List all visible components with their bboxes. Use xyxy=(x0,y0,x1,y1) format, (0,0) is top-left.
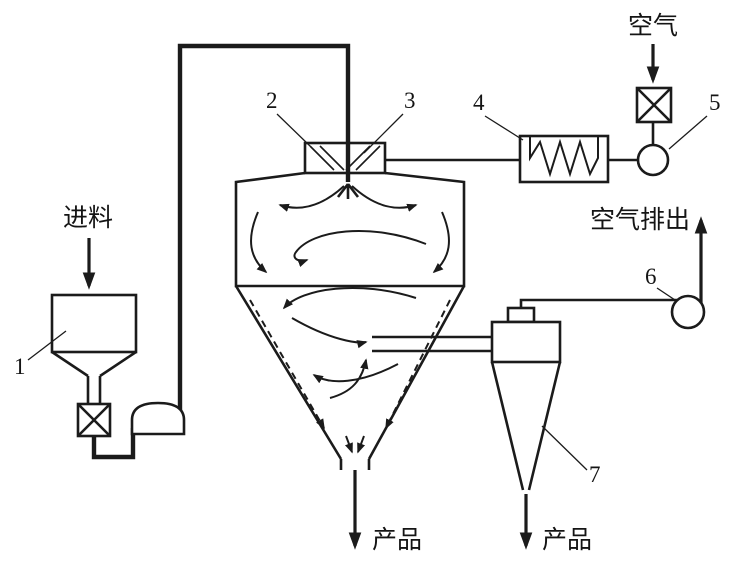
wall-flow-arrow-dashed xyxy=(385,299,451,430)
cyclone-inlet-stub xyxy=(506,306,536,324)
callouts: 1 2 3 4 5 6 7 xyxy=(14,88,721,487)
feed-pipe xyxy=(177,43,351,416)
callout-5-leader xyxy=(668,115,708,150)
rotary-valve-cross xyxy=(77,403,111,437)
inlet-blower xyxy=(636,143,670,177)
cyclone-to-fan-line xyxy=(519,298,679,310)
feed-label: 进料 xyxy=(63,204,113,232)
callout-2-leader xyxy=(276,113,311,147)
swirl-arrow xyxy=(250,211,268,274)
swirl-arrow xyxy=(291,317,368,349)
callout-4: 4 xyxy=(473,90,485,115)
heater xyxy=(518,134,610,184)
dryer-product-label: 产品 xyxy=(372,526,422,554)
swirl-arrow xyxy=(282,286,417,310)
callout-1: 1 xyxy=(14,354,26,379)
feed-tank-funnel xyxy=(51,350,137,404)
exhaust-fan xyxy=(670,294,706,330)
air-inlet-label: 空气 xyxy=(628,12,678,40)
feed-tank xyxy=(50,293,138,354)
outlet-flow-arrow xyxy=(357,435,366,454)
cyclone-product-label: 产品 xyxy=(542,526,592,554)
chamber-body-outline xyxy=(234,171,466,288)
callout-4-leader xyxy=(484,115,524,141)
callout-2: 2 xyxy=(266,88,278,113)
callout-7: 7 xyxy=(589,462,601,487)
air-filter-cross xyxy=(636,87,672,123)
valve-to-pump-pipe xyxy=(91,428,136,460)
swirl-arrow xyxy=(432,211,450,274)
air-exhaust-label: 空气排出 xyxy=(590,206,690,234)
swirl-arrow xyxy=(351,185,418,212)
swirl-arrow xyxy=(329,358,369,399)
cyclone-body xyxy=(490,320,562,364)
chamber-flow-arrows xyxy=(249,185,451,454)
callout-5: 5 xyxy=(709,90,721,115)
cyclone-and-fan: 空气排出 xyxy=(490,206,708,491)
air-distributor-box xyxy=(303,141,387,175)
callout-3: 3 xyxy=(404,88,416,113)
swirl-arrow xyxy=(293,230,427,267)
callout-6: 6 xyxy=(645,264,657,289)
callout-1-leader xyxy=(27,330,67,361)
outlet-flow-arrow xyxy=(344,435,353,454)
callout-7-leader xyxy=(541,425,588,471)
chamber-to-cyclone-duct xyxy=(372,335,492,353)
swirl-arrow xyxy=(278,185,345,212)
cyclone-cone xyxy=(490,361,562,491)
callout-6-leader xyxy=(656,287,676,301)
air-distributor xyxy=(303,141,387,175)
wall-flow-arrow-dashed xyxy=(249,299,325,430)
distributor-vane-hatch xyxy=(309,145,381,171)
callout-3-leader xyxy=(363,113,404,154)
heater-box xyxy=(518,134,610,184)
drying-chamber xyxy=(234,171,466,470)
swirl-arrow xyxy=(312,363,399,384)
feed-pump xyxy=(130,401,186,436)
chamber-cone-outline xyxy=(234,285,466,470)
heater-coil xyxy=(529,136,599,178)
inlet-air-assembly: 空气 xyxy=(628,12,678,177)
atomizer-spray xyxy=(336,183,360,199)
feed-tank-assembly xyxy=(50,293,186,460)
